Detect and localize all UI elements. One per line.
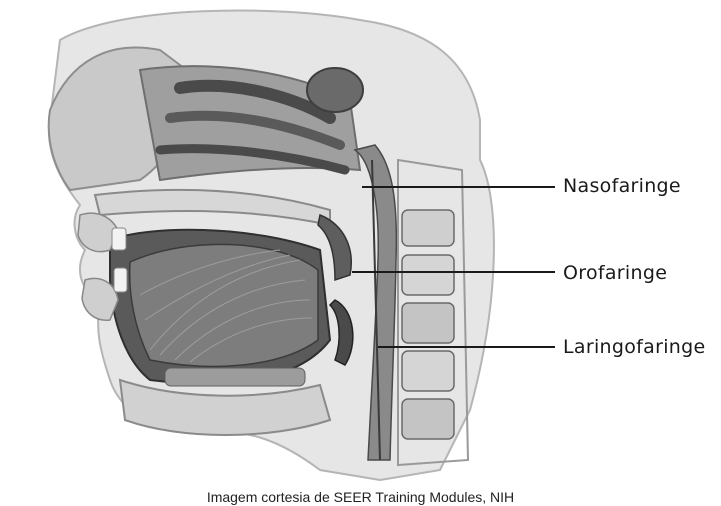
hyoid-muscle bbox=[165, 368, 305, 386]
tongue bbox=[130, 244, 318, 366]
lower-teeth bbox=[114, 268, 127, 292]
label-laryngopharynx: Laringofaringe bbox=[563, 336, 705, 358]
upper-teeth bbox=[112, 228, 126, 250]
label-nasopharynx: Nasofaringe bbox=[563, 175, 681, 197]
image-credit: Imagem cortesia de SEER Training Modules… bbox=[0, 489, 721, 505]
cervical-vertebrae bbox=[402, 210, 454, 439]
sphenoid-sinus bbox=[307, 68, 363, 112]
label-oropharynx: Orofaringe bbox=[563, 262, 667, 284]
